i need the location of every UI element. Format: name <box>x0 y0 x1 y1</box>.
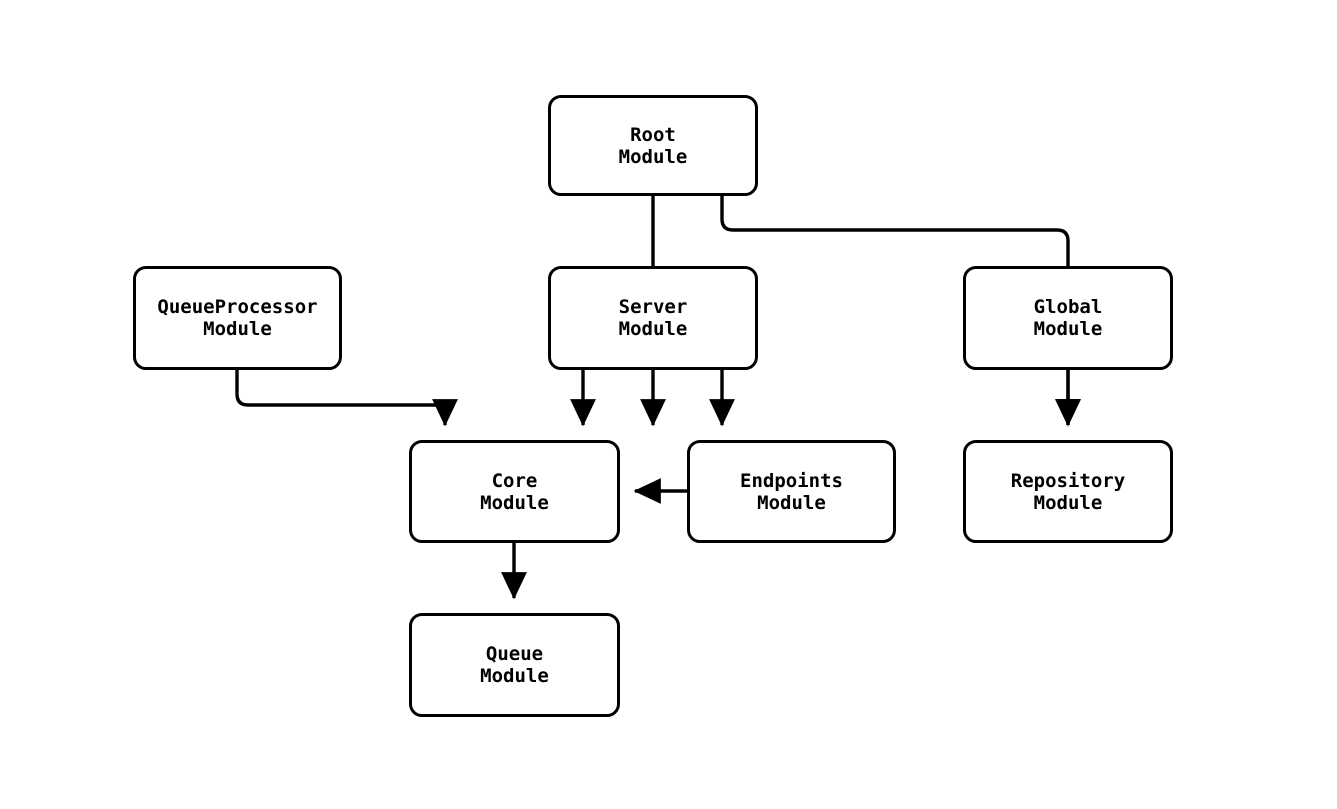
node-core-module-line1: Core <box>491 469 538 492</box>
node-queueprocessor-module[interactable]: QueueProcessor Module <box>133 266 342 370</box>
node-server-module[interactable]: Server Module <box>548 266 758 370</box>
node-root-module[interactable]: Root Module <box>548 95 758 196</box>
node-queueprocessor-module-line2: Module <box>203 318 272 340</box>
node-repository-module[interactable]: Repository Module <box>963 440 1173 543</box>
node-global-module[interactable]: Global Module <box>963 266 1173 370</box>
node-root-module-line1: Root <box>630 123 676 146</box>
node-core-module-line2: Module <box>480 491 549 514</box>
node-repository-module-line2: Module <box>1033 491 1103 514</box>
node-endpoints-module-line1: Endpoints <box>740 469 843 492</box>
edge-queueprocessor-to-core <box>235 370 458 427</box>
node-queue-module-line1: Queue <box>485 643 544 665</box>
node-root-module-line2: Module <box>618 145 688 168</box>
node-queue-module-line2: Module <box>480 665 549 687</box>
node-core-module[interactable]: Core Module <box>409 440 620 543</box>
node-queue-module[interactable]: Queue Module <box>409 613 620 717</box>
node-queueprocessor-module-line1: QueueProcessor <box>157 296 318 318</box>
edge-root-to-global <box>720 196 1081 427</box>
node-global-module-line1: Global <box>1033 296 1103 318</box>
node-server-module-line2: Module <box>618 318 688 340</box>
node-server-module-line1: Server <box>618 296 688 318</box>
node-global-module-line2: Module <box>1033 318 1103 340</box>
node-endpoints-module-line2: Module <box>757 491 826 514</box>
node-endpoints-module[interactable]: Endpoints Module <box>687 440 896 543</box>
node-repository-module-line1: Repository <box>1010 469 1126 492</box>
